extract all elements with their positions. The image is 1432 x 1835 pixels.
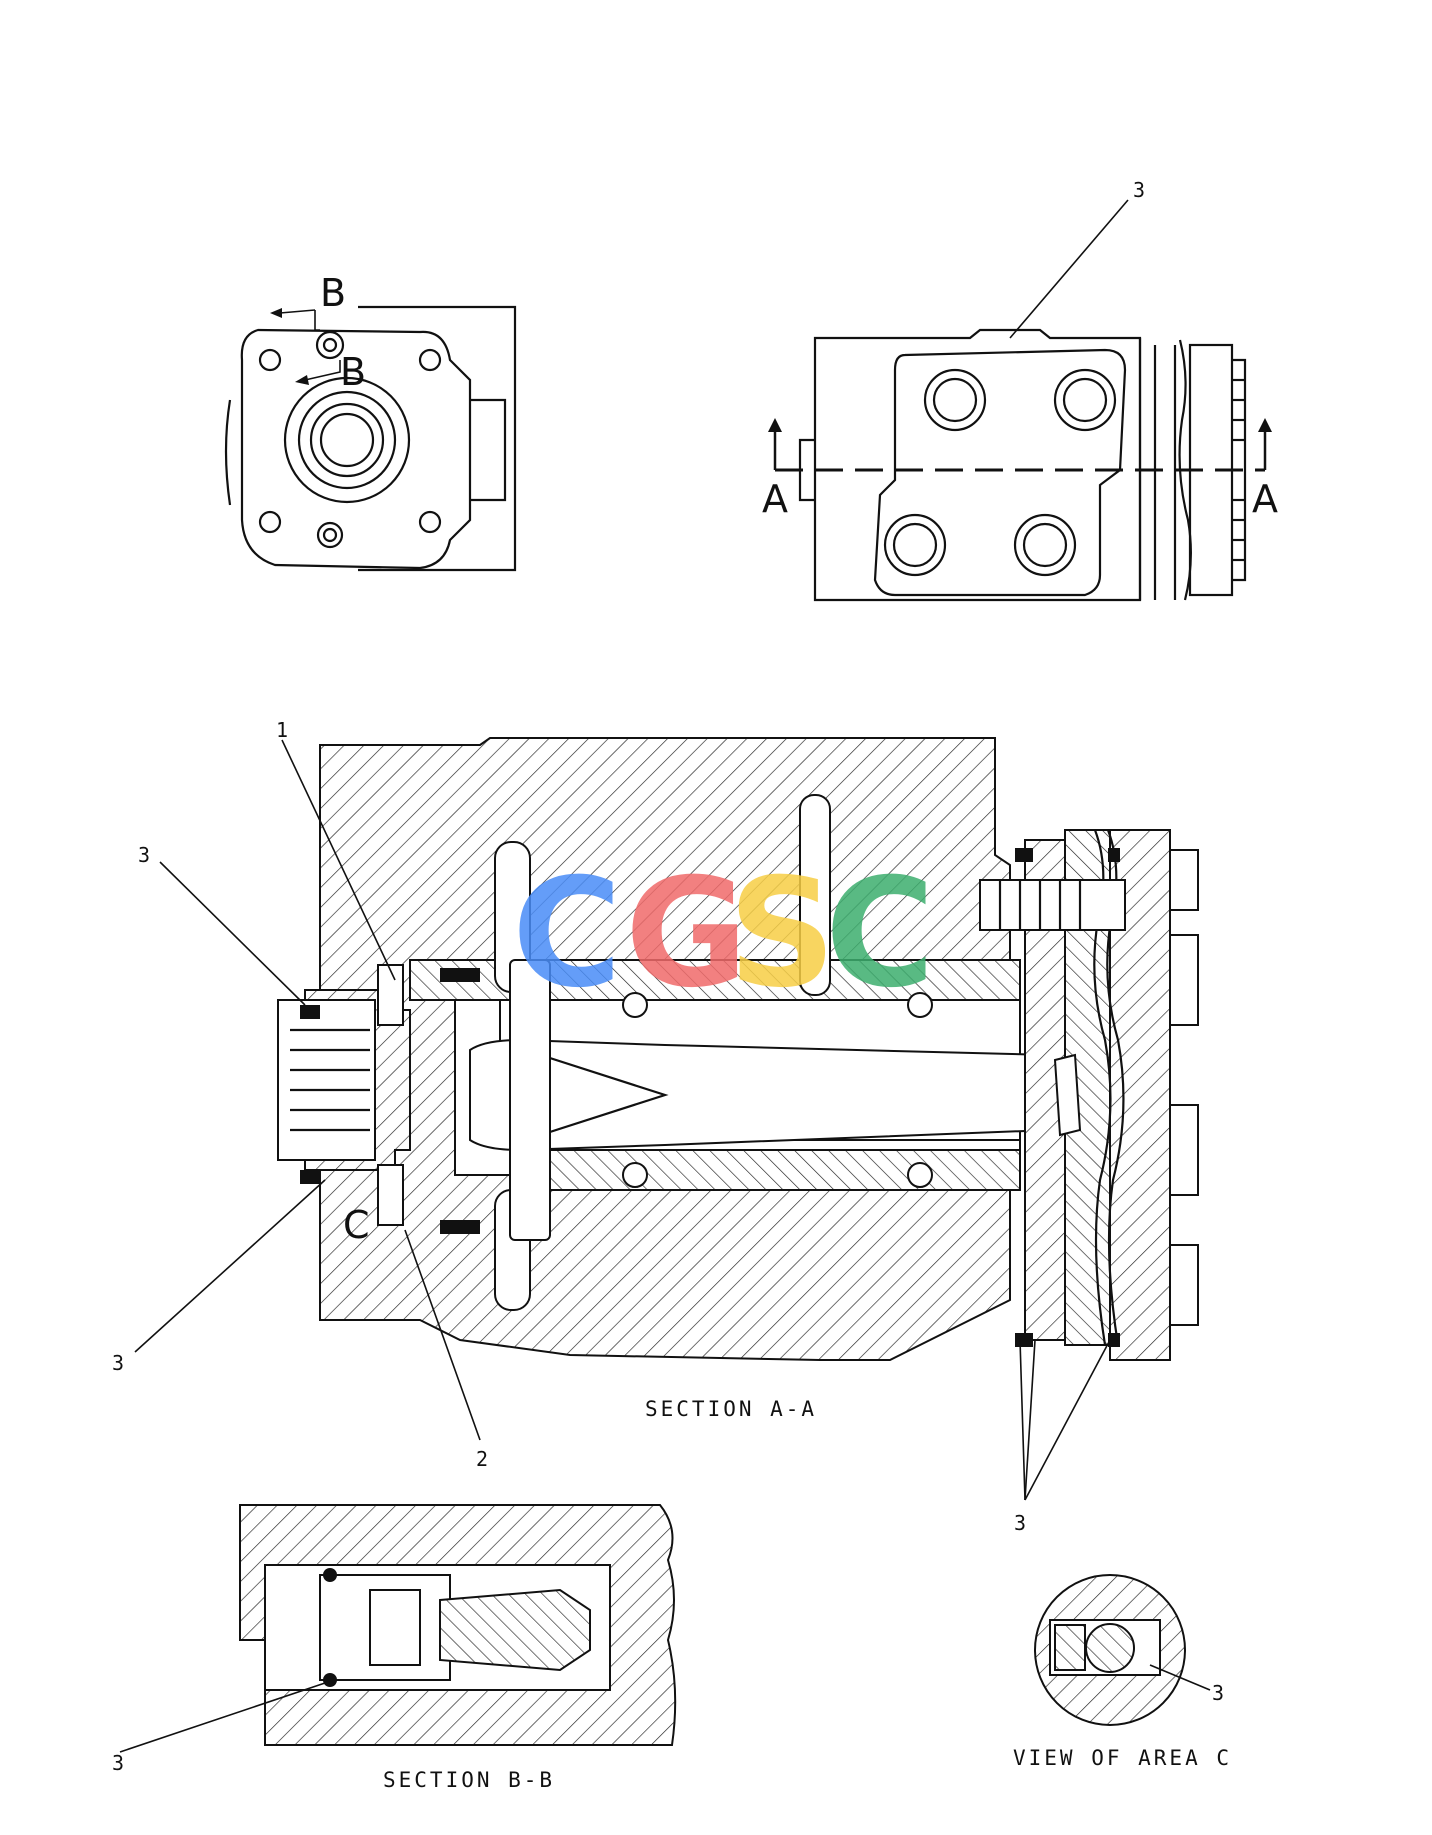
section-aa: C 1 3 3 2 3 SECTION A-A (112, 718, 1199, 1535)
view-area-c: 3 VIEW OF AREA C (1013, 1574, 1232, 1770)
svg-text:C: C (512, 847, 622, 1021)
svg-text:G: G (625, 847, 748, 1021)
section-mark-a-left: A (762, 477, 788, 521)
caption-section-bb: SECTION B-B (383, 1768, 555, 1792)
callout-2: 2 (476, 1447, 488, 1471)
section-mark-b-lower: B (340, 350, 366, 394)
svg-text:C: C (825, 847, 935, 1021)
svg-text:S: S (728, 847, 836, 1021)
watermark-logo: C G S C (512, 847, 935, 1021)
front-view: B B (224, 271, 517, 572)
caption-section-aa: SECTION A-A (645, 1397, 817, 1421)
callout-3-sec-aa-lower: 3 (112, 1351, 124, 1375)
callout-3-sec-aa-upper: 3 (138, 843, 150, 867)
section-bb: 3 SECTION B-B (112, 1504, 677, 1792)
callout-3-side-view: 3 (1133, 178, 1145, 202)
caption-view-area-c: VIEW OF AREA C (1013, 1746, 1232, 1770)
callout-3-sec-bb: 3 (112, 1751, 124, 1775)
side-view: A A 3 (762, 178, 1278, 602)
section-mark-c: C (343, 1203, 370, 1247)
callout-3-view-c: 3 (1212, 1681, 1224, 1705)
section-mark-a-right: A (1252, 477, 1278, 521)
callout-1: 1 (276, 718, 288, 742)
callout-3-sec-aa-right: 3 (1014, 1511, 1026, 1535)
section-mark-b-upper: B (320, 271, 346, 315)
